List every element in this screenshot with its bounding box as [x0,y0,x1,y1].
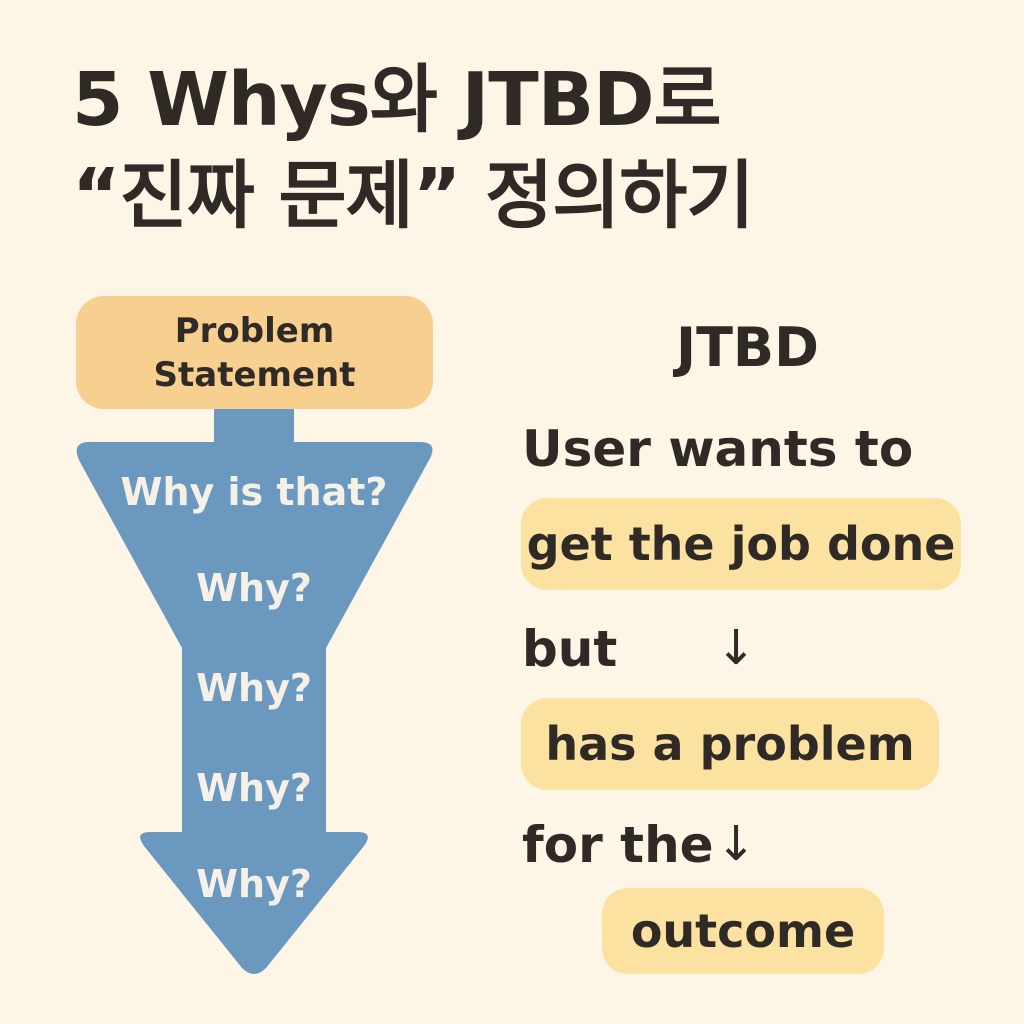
why-question-2: Why? [196,566,312,610]
why-question-3: Why? [196,666,312,710]
problem-pill: has a problem [521,698,939,790]
problem-statement-box: Problem Statement [76,296,433,409]
jtbd-intro: User wants to [522,420,914,478]
funnel-arrow-shape [76,442,433,974]
why-question-5: Why? [196,862,312,906]
outcome-pill: outcome [602,888,884,974]
problem-statement-line-2: Statement [153,354,356,395]
jtbd-heading: JTBD [676,316,819,379]
why-question-4: Why? [196,766,312,810]
jtbd-connector-but: but [522,620,618,678]
down-arrow-icon: ↓ [716,816,757,872]
problem-statement-line-1: Problem [174,310,335,351]
page-title: 5 Whys와 JTBD로 “진짜 문제” 정의하기 [72,52,972,244]
title-line-2: “진짜 문제” 정의하기 [72,153,754,239]
down-arrow-icon: ↓ [716,620,757,676]
job-pill: get the job done [521,498,961,590]
jtbd-connector-for-the: for the [522,816,714,874]
title-line-1: 5 Whys와 JTBD로 [72,57,722,143]
why-question-1: Why is that? [120,470,388,514]
